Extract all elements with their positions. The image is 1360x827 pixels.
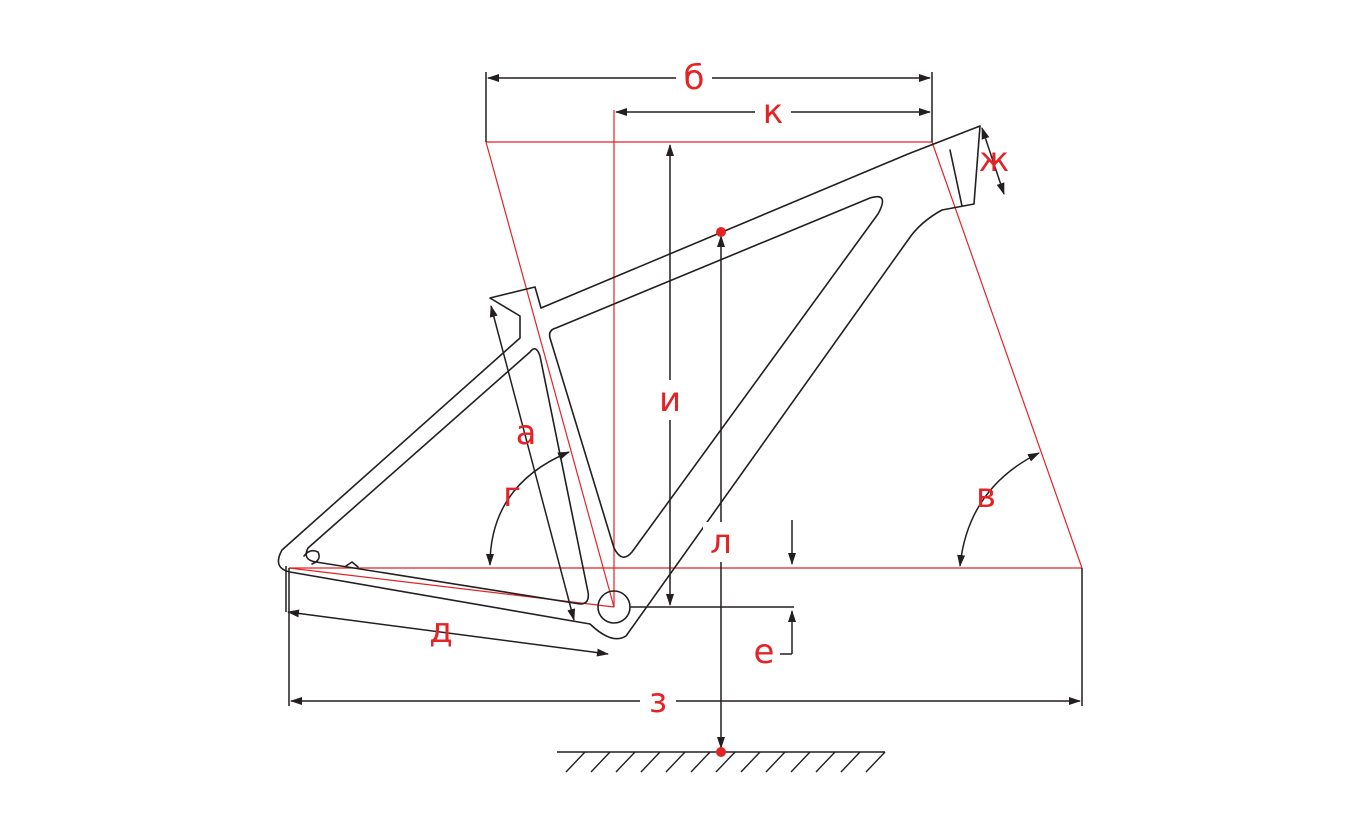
reference-lines — [288, 110, 1083, 608]
frame-outer-contour — [277, 125, 981, 640]
chainstay-detail — [345, 561, 359, 568]
top-tube-reference-dot — [716, 227, 726, 237]
dimension-labels: б к ж и а г в л е д з — [429, 58, 1009, 721]
dim-v-arc — [957, 452, 1040, 567]
label-d: д — [429, 611, 453, 651]
label-e: е — [754, 632, 775, 672]
rear-triangle-inner — [305, 348, 590, 605]
ground-reference-dot — [716, 747, 726, 757]
label-z: з — [649, 681, 667, 721]
label-k: к — [763, 92, 784, 132]
label-i: и — [659, 380, 681, 420]
head-tube-top-edge — [949, 149, 963, 207]
label-g: г — [503, 475, 521, 515]
front-triangle-inner — [548, 195, 884, 558]
dim-g-arc — [486, 451, 570, 566]
dim-d-arrow — [287, 609, 609, 657]
frame-outline — [277, 125, 981, 640]
dim-zh-arrow — [981, 127, 1005, 195]
head-axis-line — [931, 141, 1083, 569]
dropout-detail — [303, 549, 320, 565]
ground-hatching — [565, 751, 886, 773]
label-zh: ж — [979, 140, 1010, 180]
label-v: в — [976, 476, 996, 516]
label-b: б — [684, 58, 705, 98]
label-l: л — [710, 522, 732, 562]
label-a: а — [516, 413, 537, 453]
